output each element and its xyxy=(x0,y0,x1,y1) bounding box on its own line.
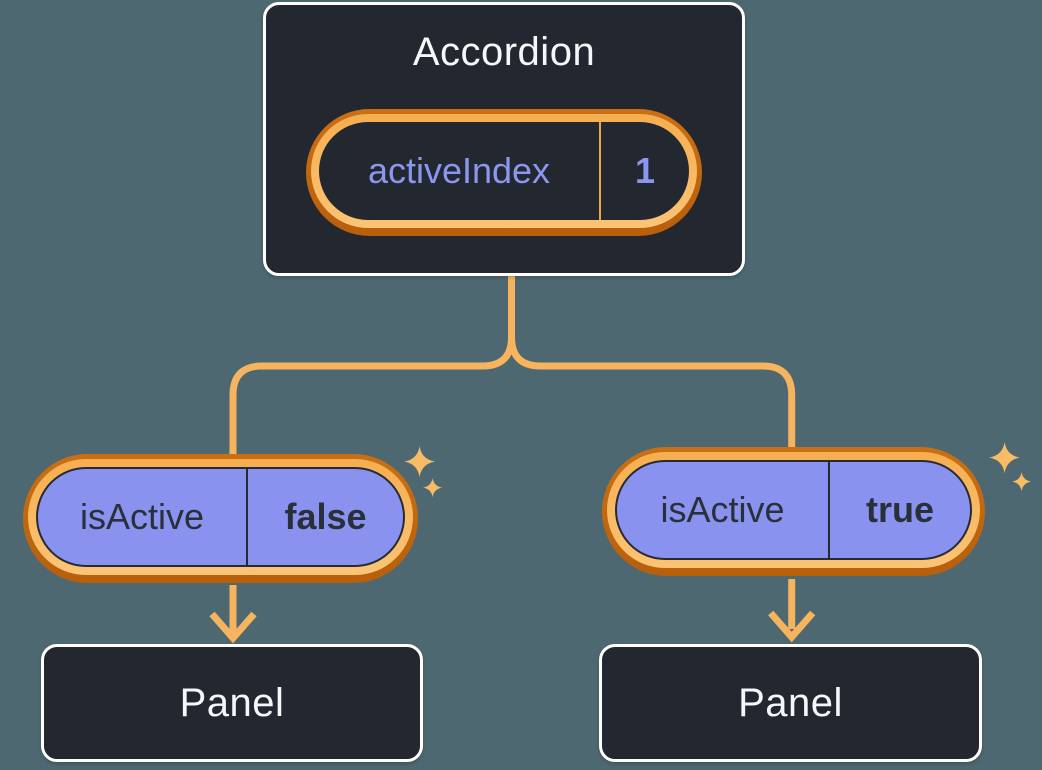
prop-name: isActive xyxy=(660,489,785,530)
accordion-node: Accordion activeIndex 1 xyxy=(263,2,745,276)
prop-pill-body: isActive true xyxy=(615,460,972,560)
tree-connector-left xyxy=(229,273,515,456)
prop-value: false xyxy=(284,496,367,537)
state-name: activeIndex xyxy=(367,150,551,191)
sparkle-icon xyxy=(989,442,1021,474)
tree-connector-right xyxy=(508,273,796,449)
state-pill-glow: activeIndex 1 xyxy=(311,114,697,228)
sparkle-icon xyxy=(1012,472,1032,492)
arrow-down-icon xyxy=(768,579,816,643)
prop-pill-body: isActive false xyxy=(36,467,405,567)
prop-pill-glow: isActive true xyxy=(607,452,980,568)
pill-divider xyxy=(246,469,248,565)
pill-divider xyxy=(828,462,830,558)
arrow-down-icon xyxy=(209,585,257,644)
sparkle-icon xyxy=(404,446,436,478)
state-pill: activeIndex 1 xyxy=(306,109,702,236)
panel-title: Panel xyxy=(738,681,843,725)
prop-value: true xyxy=(865,489,934,530)
prop-name: isActive xyxy=(79,496,205,537)
accordion-title: Accordion xyxy=(412,30,596,74)
sparkle-icon xyxy=(423,478,443,498)
panel-node-right: Panel xyxy=(599,644,982,762)
pill-divider xyxy=(599,122,601,220)
panel-title: Panel xyxy=(179,681,285,725)
prop-pill-glow: isActive false xyxy=(28,459,413,575)
prop-pill-true: isActive true xyxy=(602,447,985,576)
state-pill-body: activeIndex 1 xyxy=(319,122,689,220)
prop-pill-false: isActive false xyxy=(23,454,418,583)
panel-node-left: Panel xyxy=(41,644,423,762)
state-value: 1 xyxy=(634,150,656,191)
